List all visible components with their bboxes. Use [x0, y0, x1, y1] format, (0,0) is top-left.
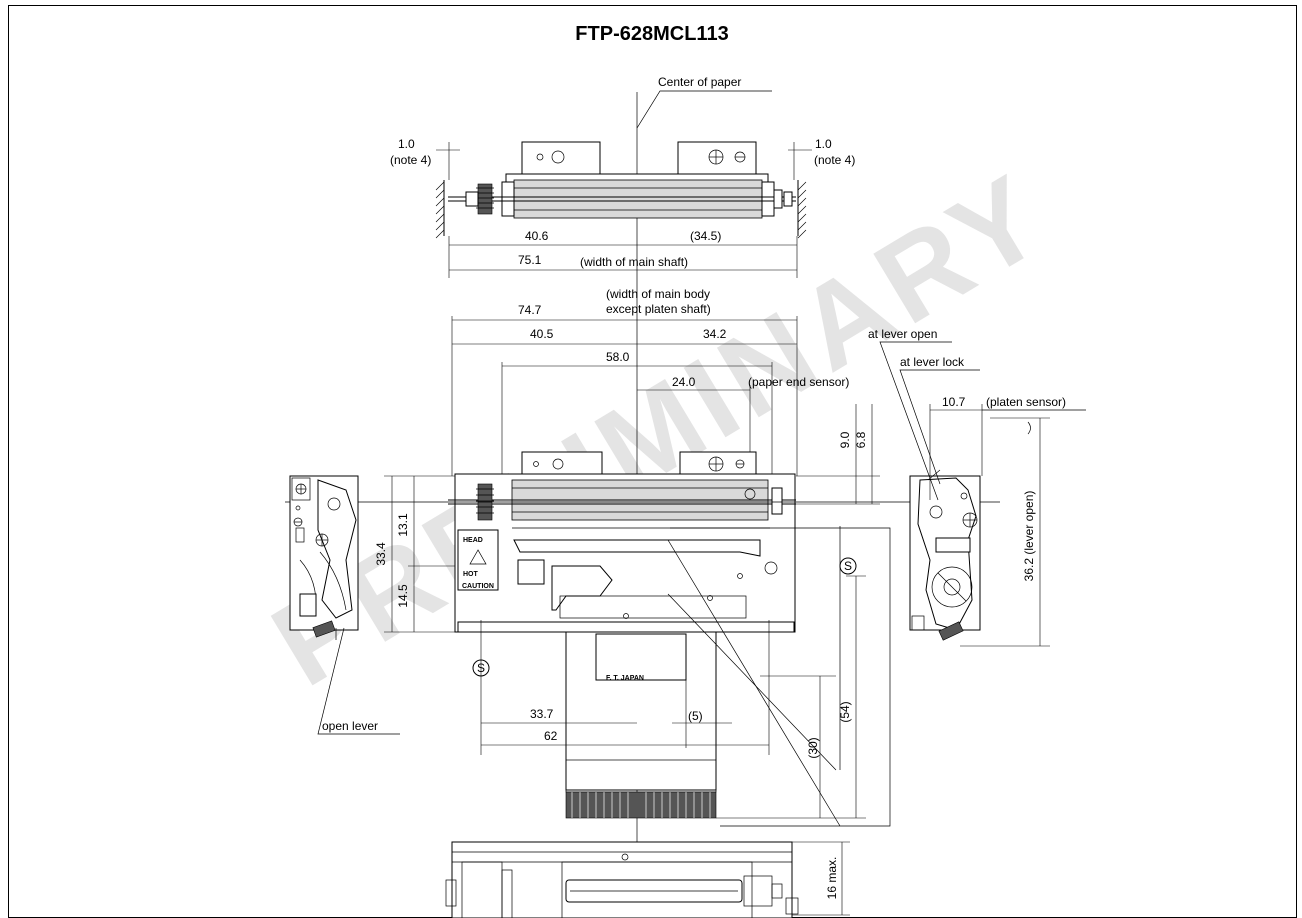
dim-33-4: 33.4 — [374, 542, 388, 566]
dim-74-7: 74.7 — [518, 303, 542, 317]
dim-10-7: 10.7 — [942, 395, 966, 409]
dim-33-7: 33.7 — [530, 707, 554, 721]
front-view: (width of main body except platen shaft)… — [285, 287, 1000, 827]
center-of-paper-label: Center of paper — [658, 75, 741, 89]
caution-mark: CAUTION — [462, 583, 494, 590]
open-lever-label: open lever — [322, 719, 378, 733]
dim-14-5: 14.5 — [396, 584, 410, 608]
at-lever-open-label: at lever open — [868, 327, 937, 341]
dim-62: 62 — [544, 729, 558, 743]
s-symbol-right-text: S — [844, 559, 852, 573]
at-lever-lock-label: at lever lock — [900, 355, 965, 369]
note-left-text: (note 4) — [390, 153, 431, 167]
dim-75-1: 75.1 — [518, 253, 542, 267]
dim-6-8: 6.8 — [854, 431, 868, 448]
dim-24-0: 24.0 — [672, 375, 696, 389]
left-side-view: open lever — [289, 475, 400, 735]
dim-54: (54) — [838, 701, 852, 722]
dim-30: (30) — [806, 737, 820, 758]
dim-34-2: 34.2 — [703, 327, 727, 341]
width-main-body-1: (width of main body — [606, 287, 710, 301]
right-side-view: at lever open at lever lock 10.7 (platen… — [868, 327, 1086, 647]
dim-13-1: 13.1 — [396, 513, 410, 537]
width-main-shaft: (width of main shaft) — [580, 255, 688, 269]
width-main-body-2: except platen shaft) — [606, 302, 711, 316]
platen-sensor-label: (platen sensor) — [986, 395, 1066, 409]
dim-5: (5) — [688, 709, 703, 723]
dim-40-6: 40.6 — [525, 229, 549, 243]
note-right-value: 1.0 — [815, 137, 832, 151]
dim-9-0: 9.0 — [838, 431, 852, 448]
drawing-title: FTP-628MCL113 — [575, 23, 728, 45]
bottom-view: 16 max. — [445, 841, 850, 918]
note-right-text: (note 4) — [814, 153, 855, 167]
dim-16-max: 16 max. — [825, 857, 839, 900]
dim-40-5: 40.5 — [530, 327, 554, 341]
note-left-value: 1.0 — [398, 137, 415, 151]
lever-open-dim: 36.2 (lever open) — [1022, 491, 1036, 582]
paper-end-sensor: (paper end sensor) — [748, 375, 849, 389]
dim-34-5: (34.5) — [690, 229, 721, 243]
head-mark: HEAD — [463, 537, 483, 544]
hot-mark: HOT — [463, 571, 479, 578]
ft-mark: F. T. JAPAN — [606, 675, 644, 682]
dim-58-0: 58.0 — [606, 350, 630, 364]
top-view: 1.0 (note 4) 1.0 (note 4) 40.6 (34.5) 75… — [390, 137, 855, 278]
